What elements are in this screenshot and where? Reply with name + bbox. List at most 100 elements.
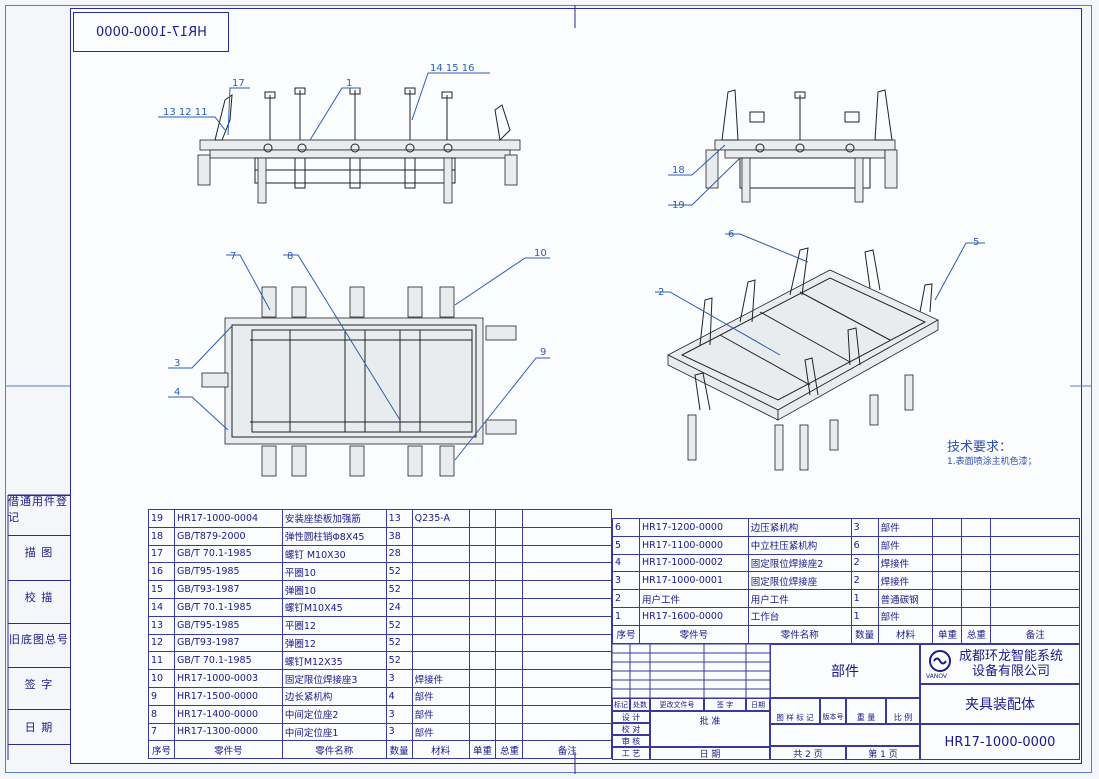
bom-cell: GB/T 70.1-1985	[173, 544, 283, 564]
bom-cell: 16	[148, 562, 175, 582]
strip-cell-3: 校 描	[8, 580, 70, 613]
bom-cell: 1	[850, 606, 879, 626]
company-name: 成都环龙智能系统 设备有限公司	[959, 649, 1063, 679]
callout-13-11: 13 12 11	[163, 107, 208, 118]
bom-cell	[495, 615, 524, 635]
bom-cell	[468, 509, 497, 528]
strip-cell-6: 日 期	[8, 709, 70, 745]
bom-cell: 8	[148, 704, 175, 724]
top-view	[201, 286, 517, 477]
date-cell: 日 期	[650, 747, 770, 760]
company-line1: 成都环龙智能系统	[959, 649, 1064, 664]
bom-cell	[522, 597, 612, 617]
bom-cell	[961, 518, 992, 537]
bom-cell	[522, 580, 612, 599]
bom-cell	[522, 704, 612, 724]
bom-header-cell: 数量	[385, 740, 413, 760]
bom-cell	[495, 704, 524, 724]
bom-cell	[495, 544, 524, 564]
bom-header-cell: 单重	[932, 624, 963, 644]
bom-cell: 10	[148, 669, 175, 688]
side-view	[705, 89, 898, 203]
callout-10: 10	[534, 248, 547, 259]
bom-cell	[522, 526, 612, 546]
bom-cell: 工作台	[747, 606, 852, 626]
bom-cell	[522, 615, 612, 635]
bom-cell	[468, 686, 497, 706]
bom-cell	[990, 518, 1080, 537]
bom-cell: HR17-1000-0002	[638, 553, 749, 573]
callout-9: 9	[540, 347, 546, 358]
bom-cell	[468, 722, 497, 742]
bom-cell	[411, 633, 470, 653]
bom-cell	[961, 589, 992, 608]
rev-doc: 更改文件号	[650, 698, 704, 711]
category-cell: 部件	[770, 644, 920, 698]
bom-cell: 部件	[877, 535, 934, 555]
tech-req-line1: 1.表面喷涂主机色漆；	[947, 457, 1037, 467]
role-process: 工 艺	[612, 747, 650, 760]
callout-5: 5	[973, 237, 979, 248]
bom-cell	[495, 651, 524, 671]
rev-sign: 签 字	[704, 698, 746, 711]
bom-cell: 3	[385, 722, 413, 742]
callout-1: 1	[346, 78, 352, 89]
bom-cell: 中间定位座1	[281, 722, 387, 742]
rev-count: 处数	[630, 698, 650, 711]
bom-cell: 28	[385, 544, 413, 564]
bom-header-cell: 序号	[612, 624, 640, 644]
bom-cell: Q235-A	[411, 509, 470, 528]
bom-cell	[932, 589, 963, 608]
bom-cell	[468, 669, 497, 688]
bom-cell: 螺钉 M10X30	[281, 544, 387, 564]
bom-cell: 6	[850, 535, 879, 555]
bom-cell: 弹性圆柱销Φ8X45	[281, 526, 387, 546]
bom-cell: 用户工件	[747, 589, 852, 608]
bom-cell: 弹圈10	[281, 580, 387, 599]
part-name-cell: 夹具装配体	[920, 684, 1080, 724]
bom-cell: HR17-1000-0003	[173, 669, 283, 688]
role-review: 审 核	[612, 735, 650, 747]
bom-cell	[468, 633, 497, 653]
col-version: 版本号	[820, 698, 846, 724]
bom-cell	[522, 669, 612, 688]
bom-cell: 焊接件	[877, 571, 934, 591]
bom-cell	[522, 544, 612, 564]
bom-cell	[961, 535, 992, 555]
revision-grid	[611, 643, 771, 699]
bom-cell: GB/T93-1987	[173, 580, 283, 599]
bom-cell	[468, 704, 497, 724]
bom-cell: 3	[612, 571, 640, 591]
bom-cell: 安装座垫板加强筋	[281, 509, 387, 528]
strip-cell-1: 借通用件登记	[8, 495, 70, 524]
approve-cell: 批 准	[650, 711, 770, 747]
bom-cell: 13	[385, 509, 413, 528]
callout-2: 2	[658, 287, 664, 298]
bom-cell	[522, 651, 612, 671]
bom-cell: HR17-1300-0000	[173, 722, 283, 742]
bom-cell	[990, 606, 1080, 626]
bom-cell	[468, 544, 497, 564]
bom-cell	[932, 606, 963, 626]
bom-cell	[495, 686, 524, 706]
bom-cell: 52	[385, 562, 413, 582]
outer-frame	[5, 5, 1092, 773]
role-check: 校 对	[612, 723, 650, 735]
bom-cell	[522, 633, 612, 653]
side-view-leaders: 18 19	[668, 144, 741, 211]
bom-cell	[468, 526, 497, 546]
bom-cell: 17	[148, 544, 175, 564]
bom-cell	[932, 571, 963, 591]
bom-cell: 3	[385, 669, 413, 688]
rev-date: 日期	[746, 698, 770, 711]
bom-cell: 部件	[877, 518, 934, 537]
